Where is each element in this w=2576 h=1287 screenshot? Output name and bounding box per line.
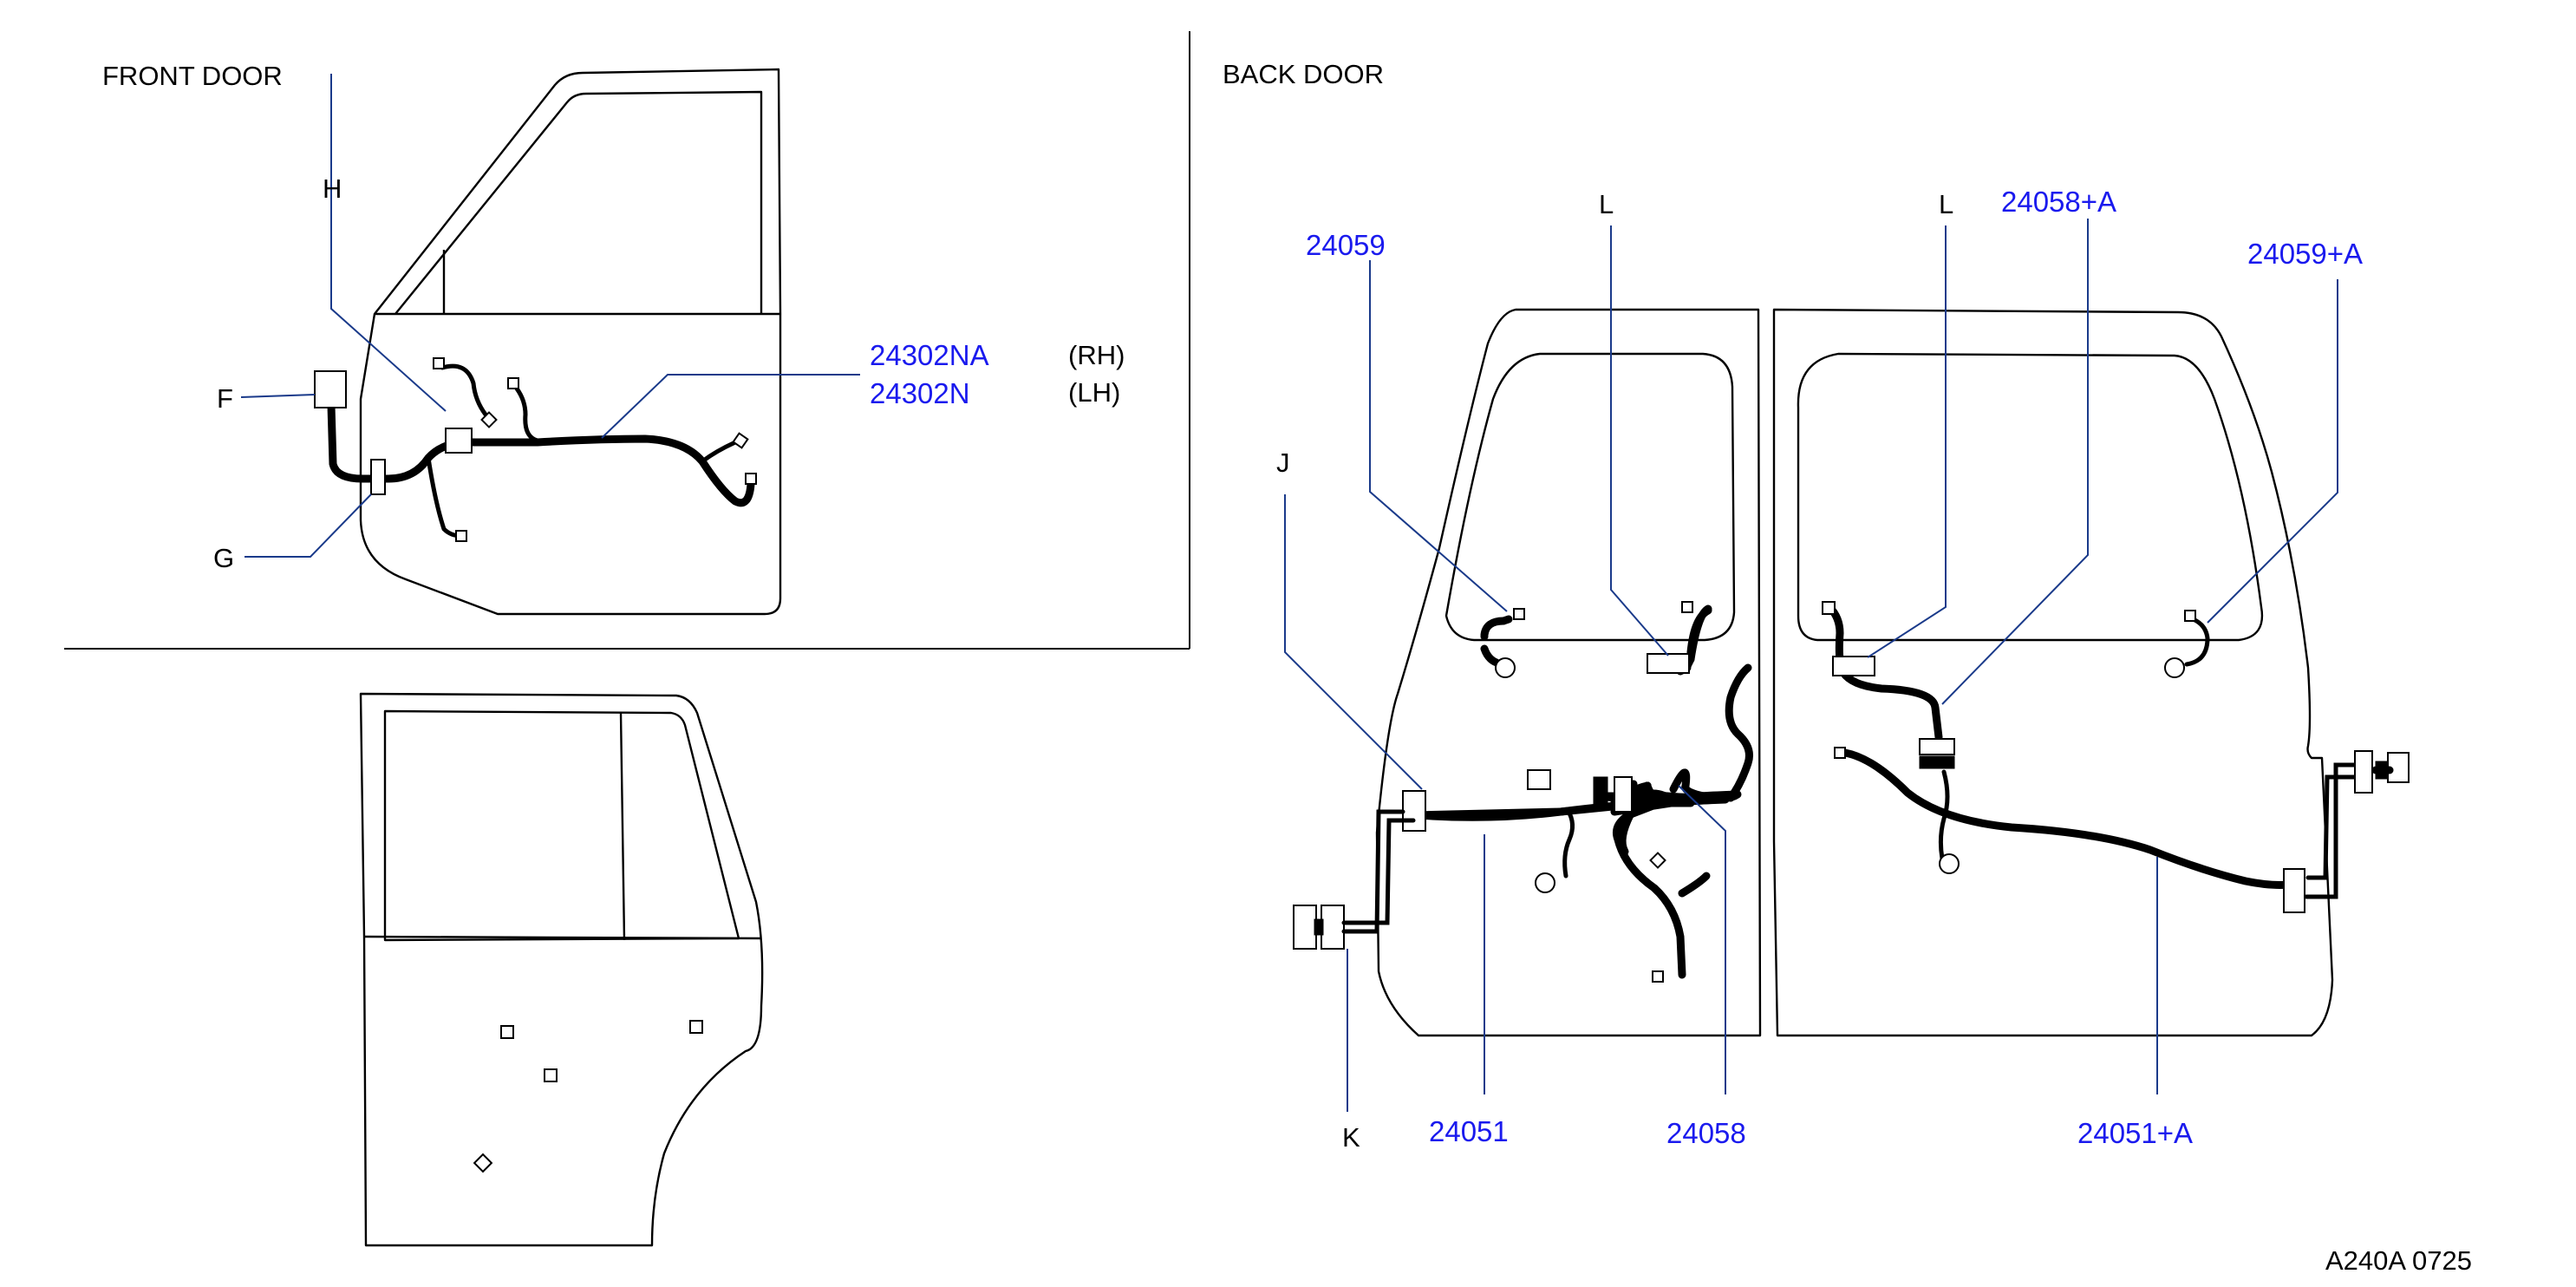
front-harness: [314, 357, 757, 542]
callout-G: G: [213, 543, 234, 573]
front-door-drawing: [359, 68, 782, 616]
part-24059: 24059: [1306, 229, 1386, 261]
callout-F: F: [217, 383, 233, 414]
back-door-title: BACK DOOR: [1223, 59, 1384, 89]
callout-L-left: L: [1599, 189, 1614, 219]
part-24058A: 24058+A: [2001, 186, 2116, 218]
connector-J: [1402, 790, 1426, 832]
front-door-title: FRONT DOOR: [102, 61, 283, 91]
note-lh: (LH): [1068, 377, 1120, 408]
callout-L-right: L: [1939, 189, 1953, 219]
leader-J: [1284, 494, 1423, 790]
leader-24059: [1369, 260, 1508, 612]
rear-door-drawing: [359, 692, 764, 1247]
part-24302N: 24302N: [870, 377, 970, 409]
connector-K: [1321, 905, 1345, 950]
leader-24302: [601, 374, 860, 439]
callout-H: H: [323, 173, 342, 204]
leader-G: [245, 493, 372, 558]
leader-24058A: [1941, 219, 2089, 705]
back-door-right-panel: [1772, 308, 2334, 1037]
connector-G: [370, 459, 386, 495]
connector-H: [445, 428, 473, 454]
diagram-code: A240A 0725: [2325, 1245, 2472, 1276]
part-24058: 24058: [1666, 1117, 1746, 1149]
back-door-left-panel: [1375, 308, 1762, 1037]
connector-F: [314, 370, 347, 408]
back-left-harness: [1293, 601, 1753, 983]
back-right-harness: [1822, 601, 2410, 913]
leader-F: [240, 394, 316, 398]
part-24302NA: 24302NA: [870, 339, 989, 371]
callout-K: K: [1342, 1122, 1360, 1153]
part-24051: 24051: [1429, 1115, 1509, 1147]
part-24051A: 24051+A: [2077, 1117, 2193, 1149]
leader-L-right: [1867, 225, 1947, 658]
leader-H: [330, 74, 447, 412]
connector-L-left: [1647, 653, 1690, 674]
callout-J: J: [1276, 448, 1290, 478]
leader-24058: [1678, 785, 1726, 1094]
part-24059A: 24059+A: [2247, 238, 2363, 270]
leader-24059A: [2207, 279, 2338, 624]
connector-24051A: [2283, 868, 2305, 913]
connector-L-right: [1832, 656, 1875, 676]
note-rh: (RH): [1068, 340, 1125, 370]
leader-L-left: [1610, 225, 1669, 657]
